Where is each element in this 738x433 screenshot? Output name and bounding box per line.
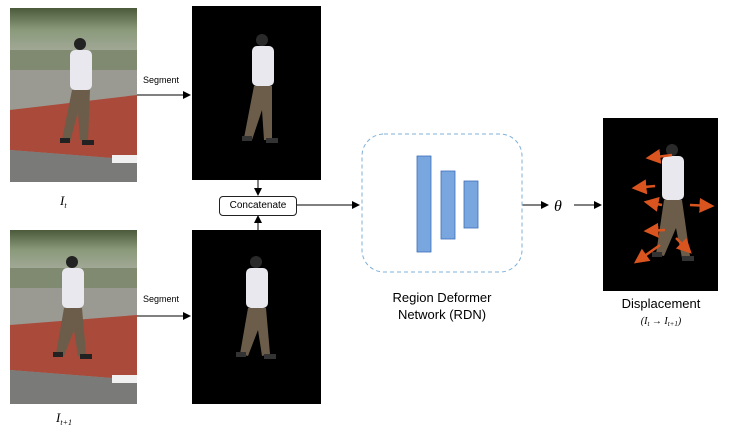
displacement-label: Displacement xyxy=(622,296,701,311)
network-block-3 xyxy=(463,180,479,229)
network-dashed-box xyxy=(361,133,523,273)
displacement-formula: (It → It+1) xyxy=(641,316,682,328)
frame-t-label: It xyxy=(59,193,67,210)
displacement-arrows xyxy=(631,149,715,264)
displacement-output xyxy=(603,118,718,291)
segment-label-bottom: Segment xyxy=(143,294,180,304)
flow-arrows xyxy=(137,91,602,320)
theta-label: θ xyxy=(554,198,562,215)
rdn-label-line1: Region Deformer xyxy=(393,290,493,305)
photo-frame-t xyxy=(10,8,137,182)
photo-frame-t1 xyxy=(10,230,137,404)
rdn-label-line2: Network (RDN) xyxy=(398,307,486,322)
region-deformer-network xyxy=(361,133,523,273)
segment-label-top: Segment xyxy=(143,75,180,85)
frame-t1-label: It+1 xyxy=(55,410,72,427)
network-block-1 xyxy=(416,155,432,253)
concatenate-box: Concatenate xyxy=(219,196,297,216)
network-block-2 xyxy=(440,170,456,240)
segmented-mask-t1 xyxy=(192,230,321,404)
segmented-mask-t xyxy=(192,6,321,180)
